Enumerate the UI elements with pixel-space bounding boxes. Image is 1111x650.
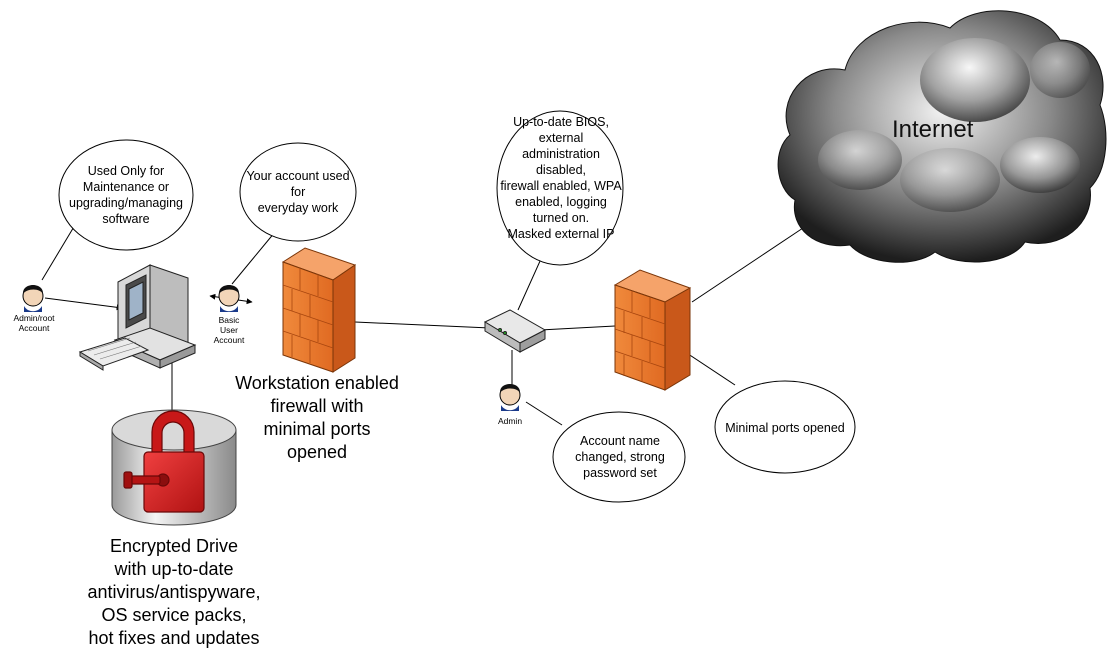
computer-icon: [78, 264, 197, 371]
internet-label: Internet: [892, 116, 974, 143]
lock-icon: [123, 410, 205, 513]
router-icon: [483, 309, 547, 353]
bubble-everyday-text: Your account used for everyday work: [246, 169, 350, 215]
router-admin-label: Admin: [497, 416, 523, 426]
basic-user-account-label: Basic User Account: [213, 315, 245, 345]
user-icon-admin-root: [22, 285, 44, 312]
workstation-firewall-label: Workstation enabled firewall with minima…: [235, 373, 399, 462]
bubble-router-config-text: Up-to-date BIOS, external administration…: [500, 115, 622, 241]
bubble-maintenance-text: Used Only for Maintenance or upgrading/m…: [69, 164, 183, 226]
user-icon-basic: [218, 285, 240, 312]
connector-lines: [41, 221, 813, 426]
bubble-shapes: [58, 110, 856, 503]
bubble-minimal-ports: [714, 380, 856, 474]
bubble-account-name: [552, 411, 686, 503]
bubble-account-name-text: Account name changed, strong password se…: [575, 434, 665, 480]
encrypted-drive-label: Encrypted Drive with up-to-date antiviru…: [87, 536, 261, 648]
bubble-maintenance: [58, 139, 194, 251]
firewall-icon-workstation: [281, 247, 357, 373]
user-icon-router-admin: [499, 384, 521, 411]
admin-root-account-label: Admin/root Account: [13, 313, 55, 333]
bubble-everyday: [239, 142, 357, 242]
cloud-icon: [777, 10, 1107, 263]
bubble-minimal-ports-text: Minimal ports opened: [725, 421, 845, 435]
firewall-icon-network: [613, 269, 692, 391]
bubble-router-config: [496, 110, 624, 266]
